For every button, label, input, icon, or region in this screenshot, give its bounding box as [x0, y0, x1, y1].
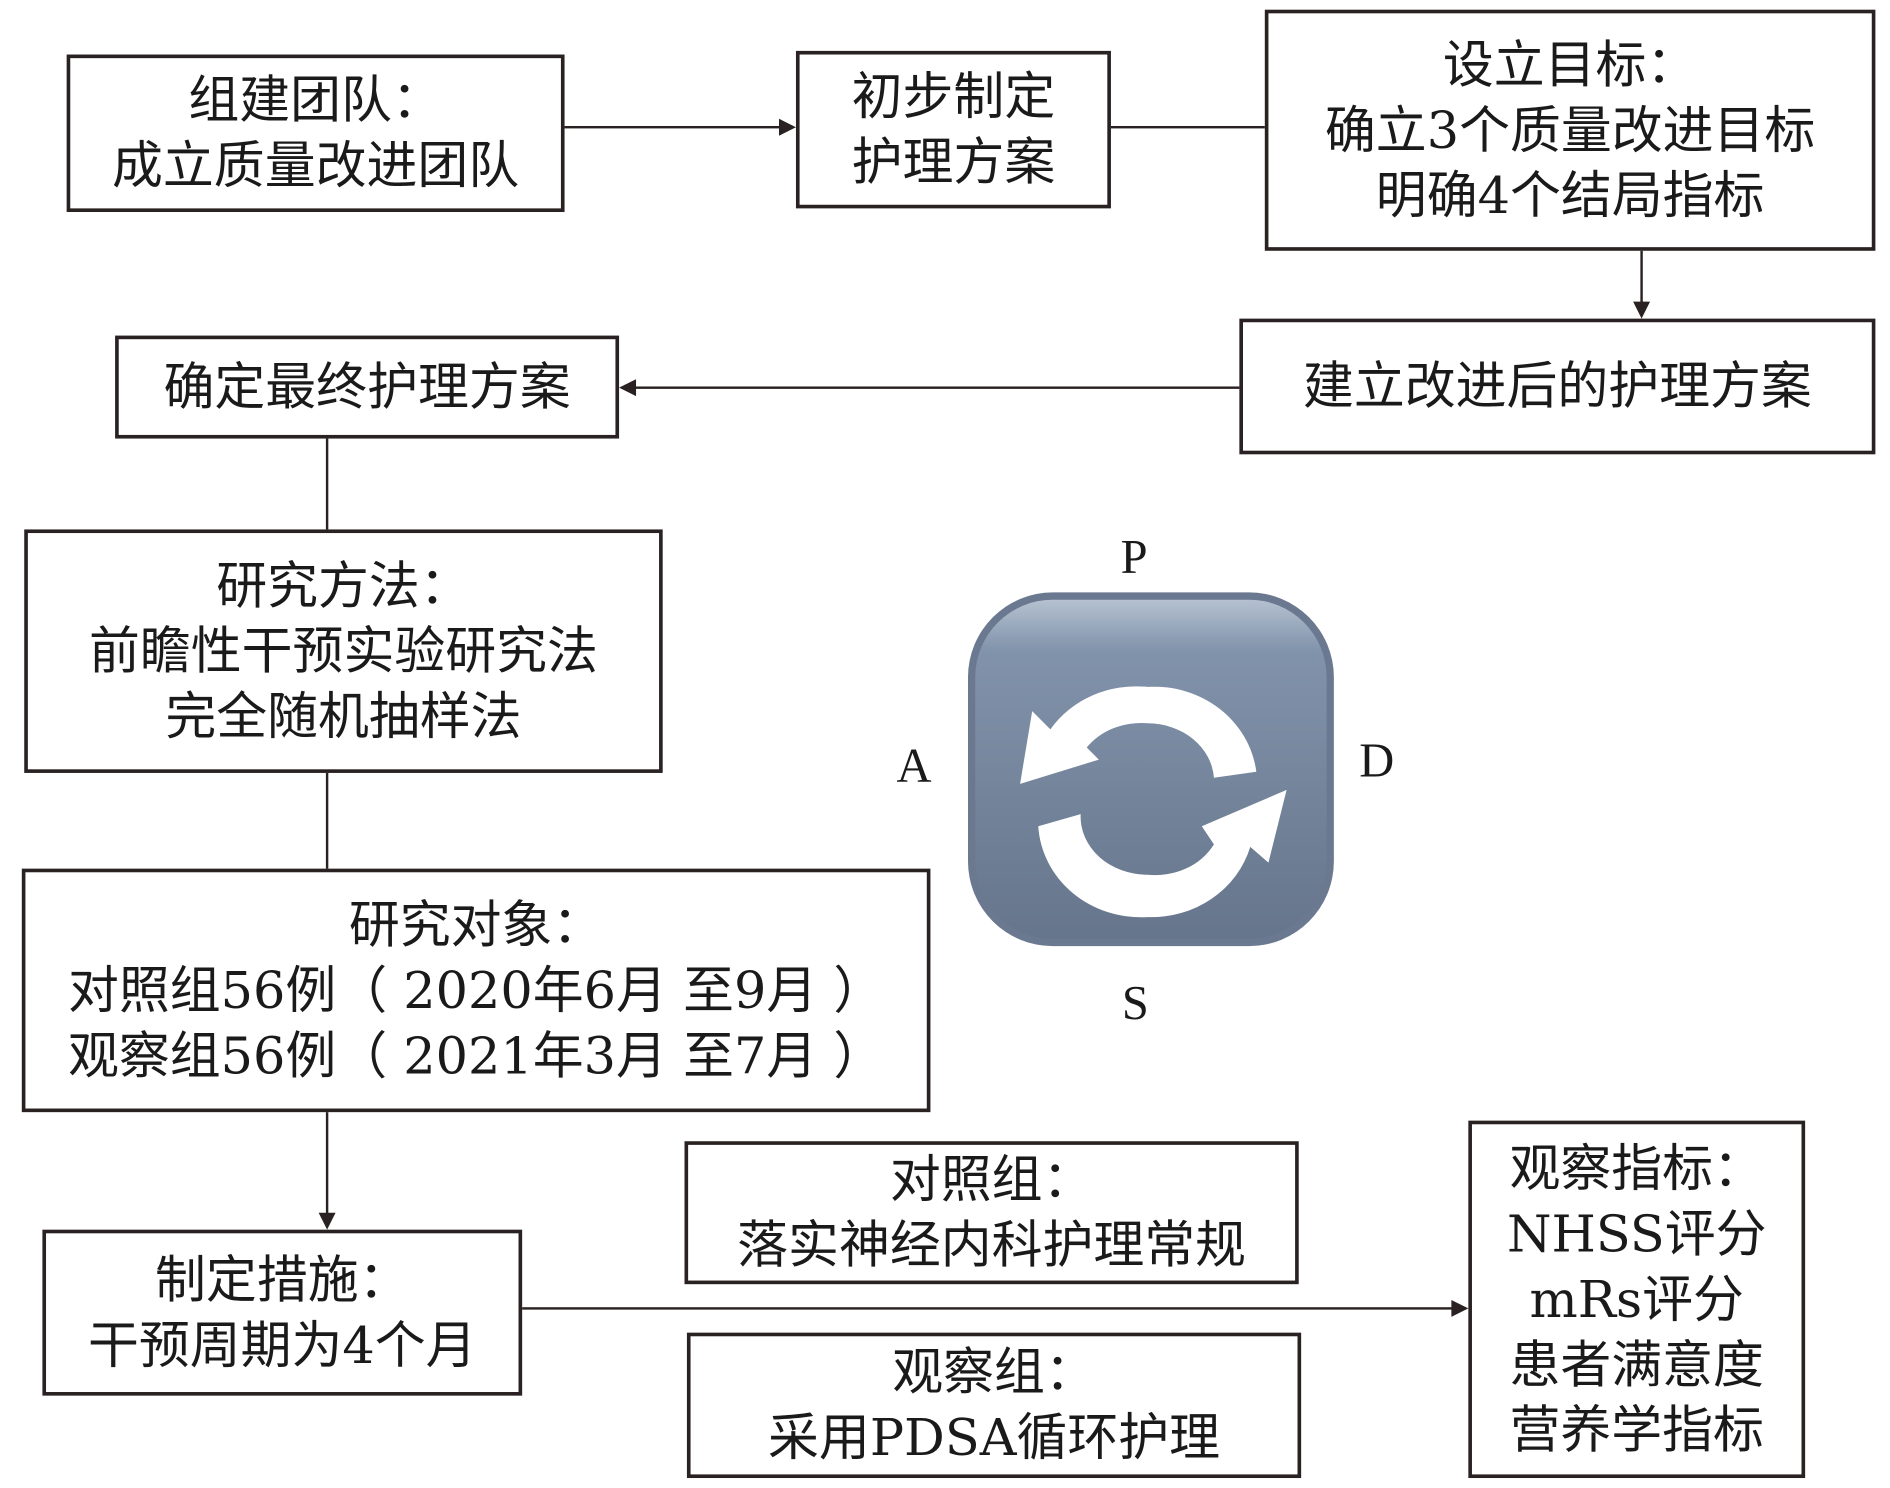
box-line: 观察组56例（ 2021年3月 至7月 ） — [67, 1025, 885, 1085]
box-title: 研究对象： — [348, 894, 604, 955]
box-indicators: 观察指标： NHSS评分 mRs评分 患者满意度 营养学指标 — [1468, 1120, 1806, 1479]
box-line: 成立质量改进团队 — [112, 135, 520, 196]
box-line: 对照组56例（ 2020年6月 至9月 ） — [67, 960, 885, 1020]
box-line: 建立改进后的护理方案 — [1302, 356, 1812, 416]
box-title: 研究方法： — [216, 555, 471, 615]
connector — [325, 1112, 329, 1216]
box-line: 确定最终护理方案 — [163, 356, 571, 417]
box-line: 落实神经内科护理常规 — [737, 1215, 1247, 1275]
box-improved-plan: 建立改进后的护理方案 — [1239, 318, 1876, 455]
arrowhead-icon — [1451, 1299, 1469, 1317]
box-line: NHSS评分 — [1506, 1203, 1767, 1263]
label-s: S — [1121, 975, 1149, 1030]
box-final-plan: 确定最终护理方案 — [115, 335, 620, 439]
box-line: 确立3个质量改进目标 — [1324, 99, 1816, 160]
arrowhead-icon — [619, 379, 637, 397]
connector — [325, 772, 329, 869]
box-title: 设立目标： — [1442, 34, 1698, 94]
box-observation-group: 观察组： 采用PDSA循环护理 — [686, 1332, 1302, 1479]
connector — [1640, 250, 1643, 306]
box-line: 患者满意度 — [1509, 1334, 1764, 1394]
box-line: 初步制定 — [851, 66, 1056, 126]
box-form-team: 组建团队： 成立质量改进团队 — [66, 54, 565, 213]
connector — [1110, 125, 1265, 129]
box-title: 观察指标： — [1509, 1138, 1764, 1198]
box-method: 研究方法： 前瞻性干预实验研究法 完全随机抽样法 — [24, 529, 663, 773]
box-line: 营养学指标 — [1509, 1399, 1764, 1460]
box-line: 前瞻性干预实验研究法 — [89, 620, 598, 681]
box-line: 明确4个结局指标 — [1375, 165, 1765, 225]
box-subjects: 研究对象： 对照组56例（ 2020年6月 至9月 ） 观察组56例（ 2021… — [21, 868, 931, 1113]
box-control-group: 对照组： 落实神经内科护理常规 — [684, 1141, 1299, 1285]
box-title: 观察组： — [892, 1342, 1096, 1402]
box-set-goals: 设立目标： 确立3个质量改进目标 明确4个结局指标 — [1264, 9, 1876, 251]
box-initial-plan: 初步制定 护理方案 — [795, 50, 1111, 209]
label-p: P — [1120, 529, 1148, 584]
box-line: 完全随机抽样法 — [165, 686, 522, 746]
cycle-arrows-icon — [967, 592, 1334, 947]
box-measures: 制定措施： 干预周期为4个月 — [42, 1229, 523, 1396]
arrowhead-icon — [778, 118, 796, 136]
connector — [634, 386, 1240, 389]
box-title: 制定措施： — [155, 1249, 410, 1310]
label-d: D — [1359, 732, 1395, 788]
connector — [325, 438, 329, 530]
box-line: 护理方案 — [851, 132, 1056, 192]
arrowhead-icon — [1633, 301, 1651, 319]
label-a: A — [896, 737, 932, 793]
box-title: 对照组： — [889, 1149, 1094, 1210]
box-title: 组建团队： — [188, 70, 443, 130]
box-line: 采用PDSA循环护理 — [768, 1407, 1220, 1468]
box-line: 干预周期为4个月 — [87, 1315, 477, 1375]
box-line: mRs评分 — [1529, 1269, 1744, 1329]
connector — [522, 1307, 1454, 1310]
arrowhead-icon — [318, 1212, 336, 1230]
connector — [564, 125, 783, 129]
